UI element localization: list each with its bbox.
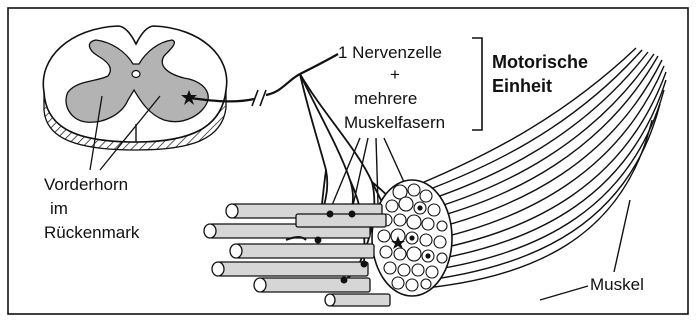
spinal-cord-cross-section [43, 26, 226, 150]
muscle-bundle-cross-section [372, 180, 452, 296]
label-muscle-fibers: Muskelfasern [344, 113, 445, 132]
label-anterior-horn-2: im [50, 199, 68, 218]
label-muscle: Muskel [590, 275, 644, 294]
title-line-1: Motorische [492, 52, 588, 72]
label-anterior-horn-3: Rückenmark [44, 223, 140, 242]
protruding-fibers [204, 204, 390, 306]
label-several: mehrere [354, 89, 417, 108]
label-nerve-cell: 1 Nervenzelle [338, 43, 442, 62]
label-bracket [472, 38, 482, 130]
title-line-2: Einheit [492, 76, 552, 96]
label-anterior-horn-1: Vorderhorn [44, 175, 128, 194]
central-canal [132, 71, 140, 78]
label-plus: + [390, 65, 400, 84]
